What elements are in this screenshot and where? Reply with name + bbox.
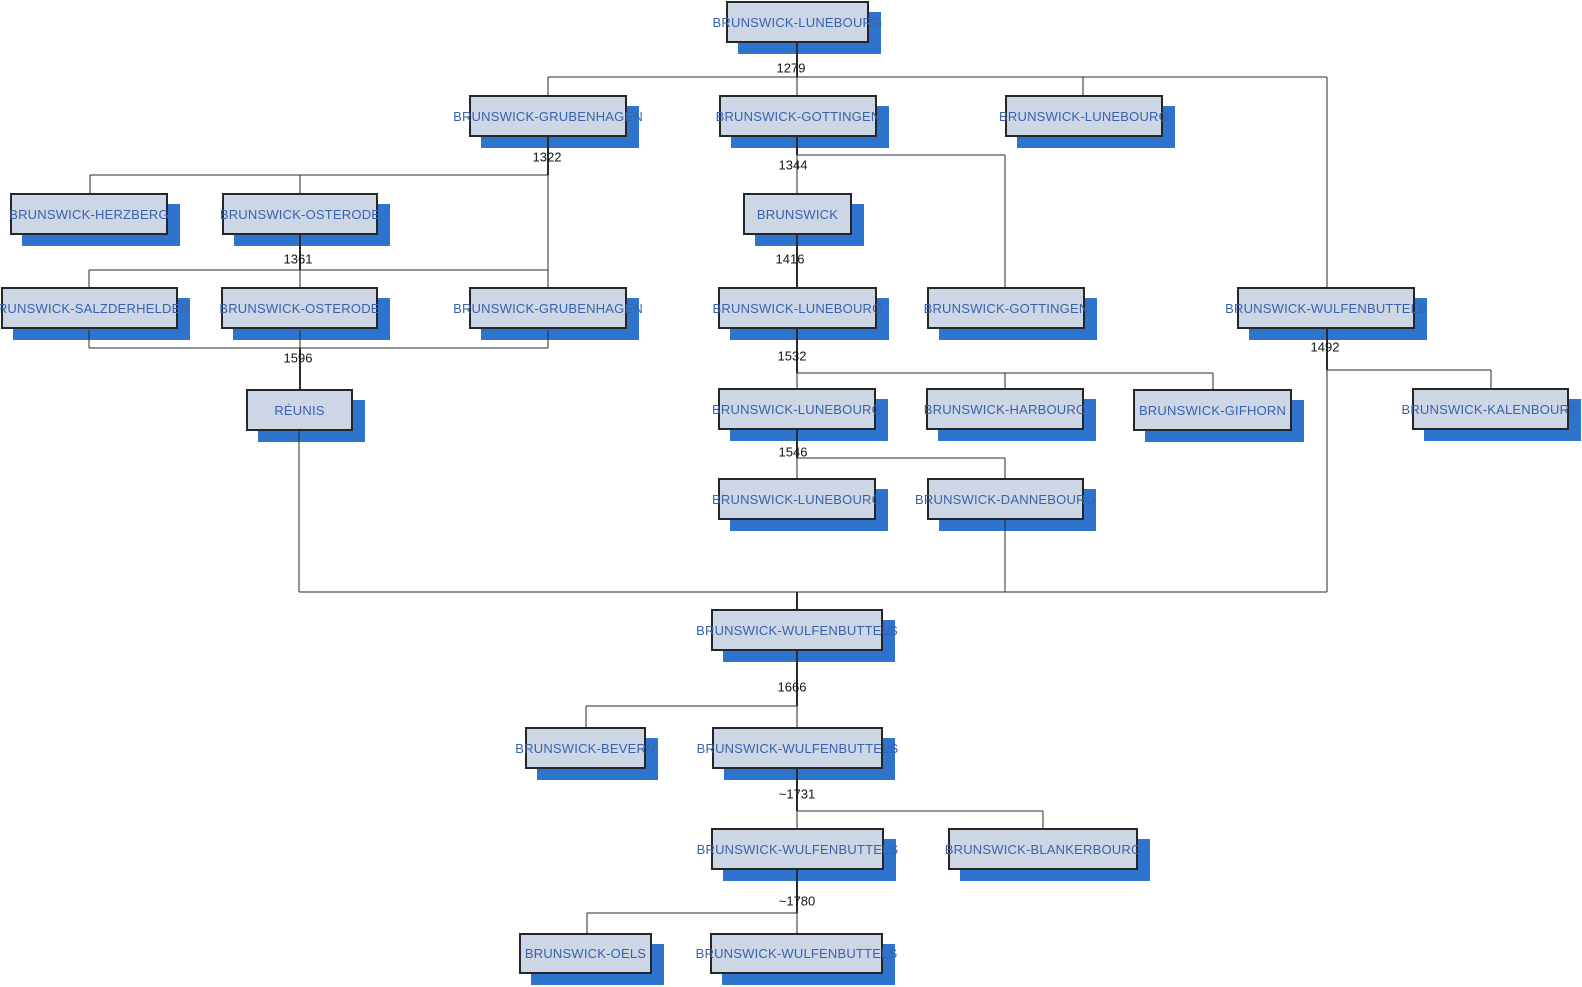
tree-node[interactable]: BRUNSWICK-LUNEBOURG (999, 95, 1169, 137)
tree-node[interactable]: BRUNSWICK-WULFENBUTTELS (696, 933, 897, 974)
tree-node[interactable]: BRUNSWICK (743, 193, 852, 235)
tree-node[interactable]: BRUNSWICK-GIFHORN (1133, 389, 1292, 431)
tree-node[interactable]: BRUNSWICK-BEVERN (515, 727, 656, 769)
tree-node[interactable]: BRUNSWICK-WULFENBUTTELS (697, 828, 898, 870)
tree-node[interactable]: BRUNSWICK-DANNEBOURG (915, 478, 1096, 520)
tree-node[interactable]: BRUNSWICK-HARBOURG (924, 388, 1086, 430)
tree-node[interactable]: BRUNSWICK-SALZDERHELDEN (0, 287, 190, 329)
tree-node[interactable]: BRUNSWICK-GRUBENHAGEN (453, 287, 643, 329)
tree-node[interactable]: BRUNSWICK-OSTERODE (219, 287, 379, 329)
tree-node[interactable]: BRUNSWICK-LUNEBOURG (713, 287, 882, 329)
tree-node[interactable]: BRUNSWICK-HERZBERG (9, 193, 169, 235)
tree-node[interactable]: BRUNSWICK-LUNEBOURG (712, 388, 882, 430)
tree-node[interactable]: BRUNSWICK-GOTTINGEN (924, 287, 1088, 329)
tree-node[interactable]: BRUNSWICK-OELS (519, 933, 652, 974)
tree-node[interactable]: BRUNSWICK-OSTERODE (220, 193, 380, 235)
tree-node[interactable]: BRUNSWICK-KALENBOURG (1401, 388, 1579, 430)
tree-node[interactable]: BRUNSWICK-WULFENBUTTELS (696, 609, 898, 651)
tree-node[interactable]: BRUNSWICK-WULFENBUTTELS (1225, 287, 1427, 329)
tree-node[interactable]: BRUNSWICK-LUNEBOURG (713, 1, 882, 43)
tree-node[interactable]: RÉUNIS (246, 389, 353, 431)
tree-node[interactable]: BRUNSWICK-LUNEBOURG (712, 478, 882, 520)
tree-node[interactable]: BRUNSWICK-GOTTINGEN (716, 95, 880, 137)
tree-node[interactable]: BRUNSWICK-WULFENBUTTELS (697, 727, 898, 769)
tree-node[interactable]: BRUNSWICK-GRUBENHAGEN (453, 95, 643, 137)
tree-node[interactable]: BRUNSWICK-BLANKERBOURG (945, 828, 1141, 870)
